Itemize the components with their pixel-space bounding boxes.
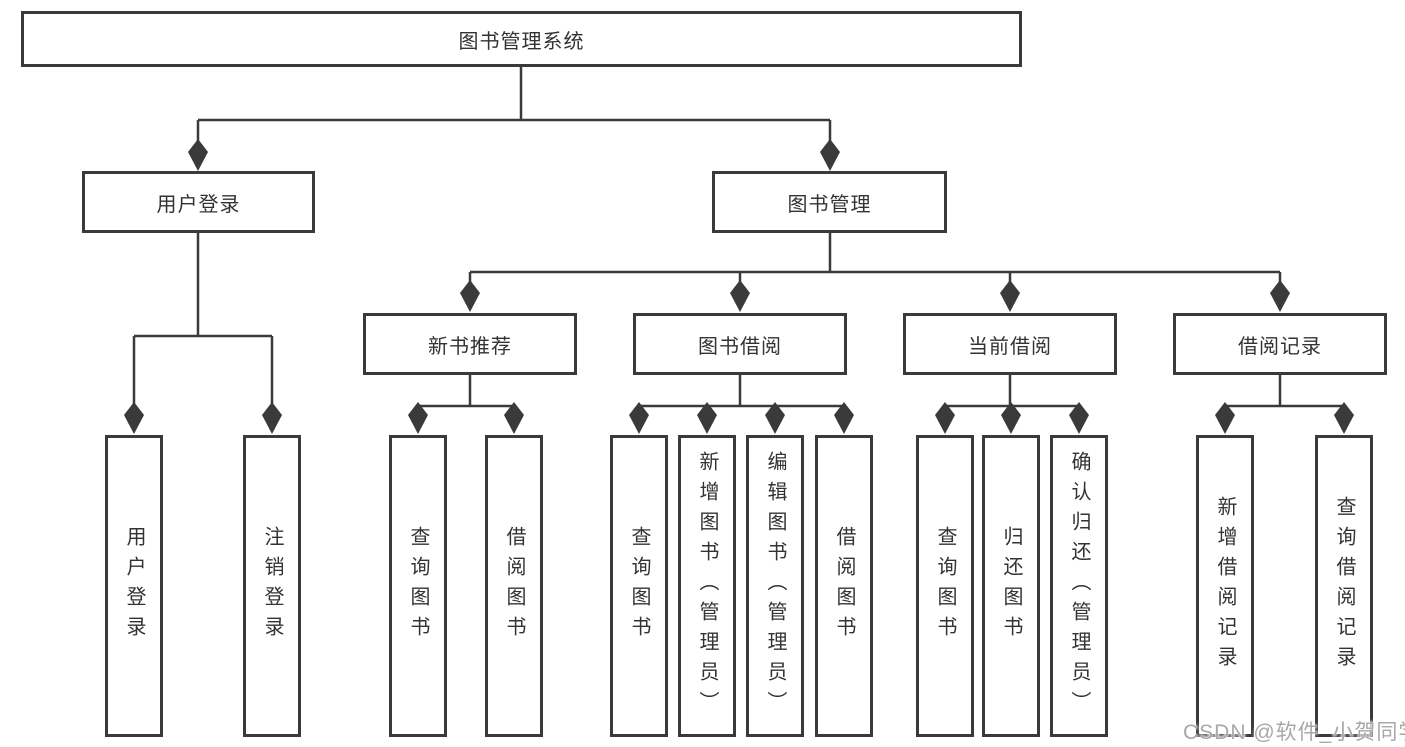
arrowhead-down-icon <box>1001 402 1021 434</box>
csdn-watermark: CSDN @软件_小贺同学 <box>1183 721 1405 744</box>
arrowhead-down-icon <box>1000 280 1020 312</box>
node-borrowing-records: 借阅记录 <box>1173 313 1387 375</box>
node-label: 借阅图书 <box>833 526 855 646</box>
leaf-cb-query-books: 查询图书 <box>916 435 974 737</box>
arrowhead-down-icon <box>629 402 649 434</box>
node-label: 查询图书 <box>934 526 956 646</box>
arrowhead-down-icon <box>460 280 480 312</box>
connector-line <box>1223 375 1346 414</box>
node-label: 借阅记录 <box>1238 335 1322 358</box>
leaf-bb-edit-books-admin: 编辑图书（管理员） <box>746 435 804 737</box>
connector-line <box>416 375 516 414</box>
node-label: 当前借阅 <box>968 335 1052 358</box>
node-label: 用户登录 <box>156 193 241 216</box>
arrowhead-down-icon <box>1069 402 1089 434</box>
arrowhead-down-icon <box>820 139 840 171</box>
arrowhead-down-icon <box>1334 402 1354 434</box>
arrowhead-down-icon <box>262 402 282 434</box>
node-label: 查询借阅记录 <box>1333 496 1355 676</box>
leaf-cb-confirm-return-admin: 确认归还（管理员） <box>1050 435 1108 737</box>
node-label: 确认归还（管理员） <box>1068 451 1090 721</box>
leaf-nbr-borrow-books: 借阅图书 <box>485 435 543 737</box>
node-label: 编辑图书（管理员） <box>764 451 786 721</box>
node-book-borrowing: 图书借阅 <box>633 313 847 375</box>
node-label: 用户登录 <box>123 526 145 646</box>
connector-line <box>132 233 274 414</box>
arrowhead-down-icon <box>504 402 524 434</box>
node-label: 查询图书 <box>407 526 429 646</box>
connector-line <box>468 233 1282 290</box>
node-current-borrowing: 当前借阅 <box>903 313 1117 375</box>
node-label: 图书管理系统 <box>458 30 585 53</box>
leaf-nbr-query-books: 查询图书 <box>389 435 447 737</box>
node-label: 注销登录 <box>261 526 283 646</box>
node-new-book-recommendation: 新书推荐 <box>363 313 577 375</box>
arrowhead-down-icon <box>765 402 785 434</box>
leaf-bb-add-books-admin: 新增图书（管理员） <box>678 435 736 737</box>
connector-line <box>637 375 846 414</box>
arrowhead-down-icon <box>1215 402 1235 434</box>
node-label: 借阅图书 <box>503 526 525 646</box>
node-user-login: 用户登录 <box>82 171 315 233</box>
arrowhead-down-icon <box>188 139 208 171</box>
connector-line <box>196 67 832 146</box>
node-label: 查询图书 <box>628 526 650 646</box>
leaf-bb-borrow-books: 借阅图书 <box>815 435 873 737</box>
node-label: 图书管理 <box>787 193 872 216</box>
arrowhead-down-icon <box>935 402 955 434</box>
node-book-management: 图书管理 <box>712 171 947 233</box>
leaf-br-add-borrow-record: 新增借阅记录 <box>1196 435 1254 737</box>
leaf-logout-login: 注销登录 <box>243 435 301 737</box>
node-label: 归还图书 <box>1000 526 1022 646</box>
arrowhead-down-icon <box>730 280 750 312</box>
node-label: 新增借阅记录 <box>1214 496 1236 676</box>
arrowhead-down-icon <box>697 402 717 434</box>
arrowhead-down-icon <box>834 402 854 434</box>
arrowhead-down-icon <box>408 402 428 434</box>
arrowhead-down-icon <box>124 402 144 434</box>
leaf-cb-return-books: 归还图书 <box>982 435 1040 737</box>
node-book-management-system: 图书管理系统 <box>21 11 1022 67</box>
arrowhead-down-icon <box>1270 280 1290 312</box>
leaf-bb-query-books: 查询图书 <box>610 435 668 737</box>
node-label: 图书借阅 <box>698 335 782 358</box>
node-label: 新增图书（管理员） <box>696 451 718 721</box>
leaf-br-query-borrow-record: 查询借阅记录 <box>1315 435 1373 737</box>
leaf-user-login: 用户登录 <box>105 435 163 737</box>
node-label: 新书推荐 <box>428 335 512 358</box>
